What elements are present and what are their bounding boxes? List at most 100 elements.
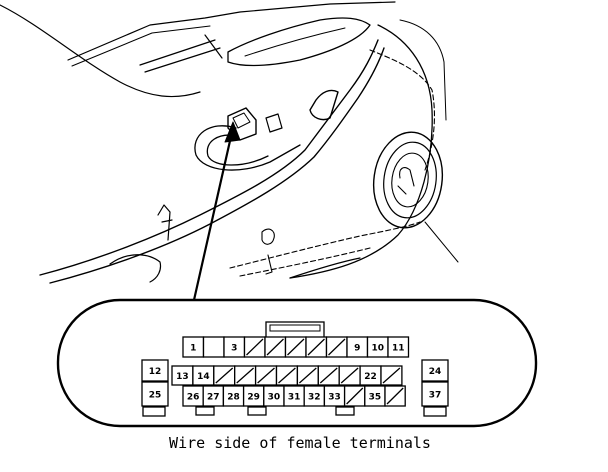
connector-foot-a bbox=[195, 406, 215, 416]
harness-dashed-route bbox=[369, 49, 436, 171]
terminal-right-bottom-label: 37 bbox=[429, 390, 442, 400]
terminal-r2-2: 14 bbox=[192, 365, 215, 386]
terminal-r1-11-label: 11 bbox=[392, 343, 405, 353]
door-lower-contour bbox=[109, 254, 162, 283]
connector-foot-left bbox=[142, 406, 166, 417]
terminal-r1-7 bbox=[305, 336, 328, 358]
terminal-r1-1-label: 1 bbox=[190, 343, 196, 353]
connector-outline bbox=[56, 298, 538, 428]
terminal-r1-7-slash bbox=[307, 338, 325, 356]
terminal-r1-9-label: 9 bbox=[354, 343, 360, 353]
terminal-r2-10: 22 bbox=[359, 365, 382, 386]
terminal-r3-9 bbox=[343, 385, 366, 407]
terminal-r3-5-label: 30 bbox=[268, 392, 281, 402]
terminal-r1-3-label: 3 bbox=[231, 343, 237, 353]
terminal-r3-7: 32 bbox=[303, 385, 326, 407]
terminal-r2-6 bbox=[275, 365, 299, 386]
terminal-r3-6: 31 bbox=[283, 385, 305, 407]
speaker-middle bbox=[383, 141, 437, 219]
terminal-r2-5 bbox=[254, 365, 278, 386]
connector-foot-c bbox=[335, 406, 355, 416]
terminal-r3-7-label: 32 bbox=[308, 392, 321, 402]
terminal-r1-6 bbox=[284, 336, 307, 358]
door-panel-inner-edge bbox=[399, 19, 447, 121]
terminal-r3-11 bbox=[384, 385, 406, 407]
terminal-r2-4-slash bbox=[236, 367, 255, 384]
terminal-right-top-box bbox=[421, 359, 449, 382]
harness-connector-small bbox=[265, 113, 283, 133]
terminal-r3-1: 26 bbox=[182, 385, 204, 407]
terminal-r3-3: 28 bbox=[222, 385, 245, 407]
terminal-r3-4-label: 29 bbox=[247, 392, 260, 402]
terminal-r3-8: 33 bbox=[323, 385, 346, 407]
terminal-r3-10-label: 35 bbox=[369, 392, 382, 402]
terminal-left-top-label: 12 bbox=[149, 367, 162, 377]
terminal-r1-8 bbox=[325, 336, 348, 358]
terminal-r2-9 bbox=[338, 365, 361, 386]
terminal-r2-5-slash bbox=[257, 367, 275, 384]
terminal-left-top: 12 bbox=[141, 359, 169, 382]
terminal-r3-2: 27 bbox=[202, 385, 225, 407]
terminal-r2-10-label: 22 bbox=[364, 372, 377, 382]
connector-foot-b bbox=[247, 406, 267, 416]
terminal-right-bottom: 37 bbox=[421, 381, 449, 407]
terminal-r3-6-label: 31 bbox=[288, 392, 301, 402]
pointer-arrowhead bbox=[224, 121, 241, 143]
terminal-r3-5: 30 bbox=[263, 385, 285, 407]
terminal-r2-7 bbox=[296, 365, 319, 386]
terminal-r3-10: 35 bbox=[364, 385, 386, 407]
terminal-r2-6-slash bbox=[278, 367, 296, 384]
harness-sleeve bbox=[309, 89, 339, 121]
pointer-line bbox=[192, 130, 234, 302]
terminal-right-top-label: 24 bbox=[429, 367, 442, 377]
connector-foot-right bbox=[423, 406, 447, 417]
terminal-r1-3: 3 bbox=[223, 336, 246, 358]
terminal-r2-7-slash bbox=[298, 367, 317, 384]
door-clip bbox=[157, 204, 173, 241]
speaker-cone bbox=[397, 167, 415, 195]
terminal-r3-3-label: 28 bbox=[227, 392, 240, 402]
harness-loop-2 bbox=[206, 134, 269, 166]
terminal-r2-1-label: 13 bbox=[176, 372, 189, 382]
terminal-right-bottom-box bbox=[421, 381, 449, 407]
terminal-r1-5-slash bbox=[266, 338, 284, 356]
speaker-leader-line bbox=[424, 221, 459, 263]
door-bottom-edge bbox=[289, 257, 361, 279]
harness-dashed-route-lower2 bbox=[239, 247, 371, 277]
terminal-right-top: 24 bbox=[421, 359, 449, 382]
door-window-trim-inner bbox=[71, 25, 211, 67]
door-upper-frame bbox=[0, 4, 201, 98]
terminal-r1-5 bbox=[264, 336, 287, 358]
terminal-r2-3 bbox=[213, 365, 236, 386]
terminal-r1-6-slash bbox=[287, 338, 305, 356]
terminal-r1-4 bbox=[243, 336, 266, 358]
main-wire-harness bbox=[39, 39, 379, 276]
terminal-r3-2-label: 27 bbox=[207, 392, 220, 402]
door-clip-lower bbox=[261, 228, 275, 275]
speaker-outer bbox=[372, 131, 444, 229]
terminal-r1-9: 9 bbox=[346, 336, 369, 358]
terminal-r2-3-slash bbox=[215, 367, 234, 384]
terminal-left-bottom-box bbox=[141, 381, 169, 407]
harness-loop bbox=[194, 125, 301, 171]
harness-connector-face bbox=[232, 112, 251, 129]
terminal-r2-4 bbox=[234, 365, 257, 386]
terminal-left-top-box bbox=[141, 359, 169, 382]
terminal-r1-8-slash bbox=[328, 338, 346, 356]
terminal-r3-8-label: 33 bbox=[328, 392, 341, 402]
main-wire-harness-2 bbox=[49, 47, 385, 284]
terminal-r2-11 bbox=[380, 365, 403, 386]
terminal-left-bottom: 25 bbox=[141, 381, 169, 407]
terminal-r1-10-label: 10 bbox=[371, 343, 384, 353]
terminal-r2-11-slash bbox=[382, 367, 401, 384]
terminal-r3-9-slash bbox=[346, 387, 364, 405]
terminal-left-bottom-label: 25 bbox=[149, 390, 162, 400]
door-panel-edge bbox=[289, 24, 433, 279]
door-illustration bbox=[0, 1, 459, 302]
terminal-r3-1-label: 26 bbox=[187, 392, 200, 402]
terminal-r2-9-slash bbox=[340, 367, 359, 384]
harness-dashed-route-lower bbox=[229, 221, 421, 269]
